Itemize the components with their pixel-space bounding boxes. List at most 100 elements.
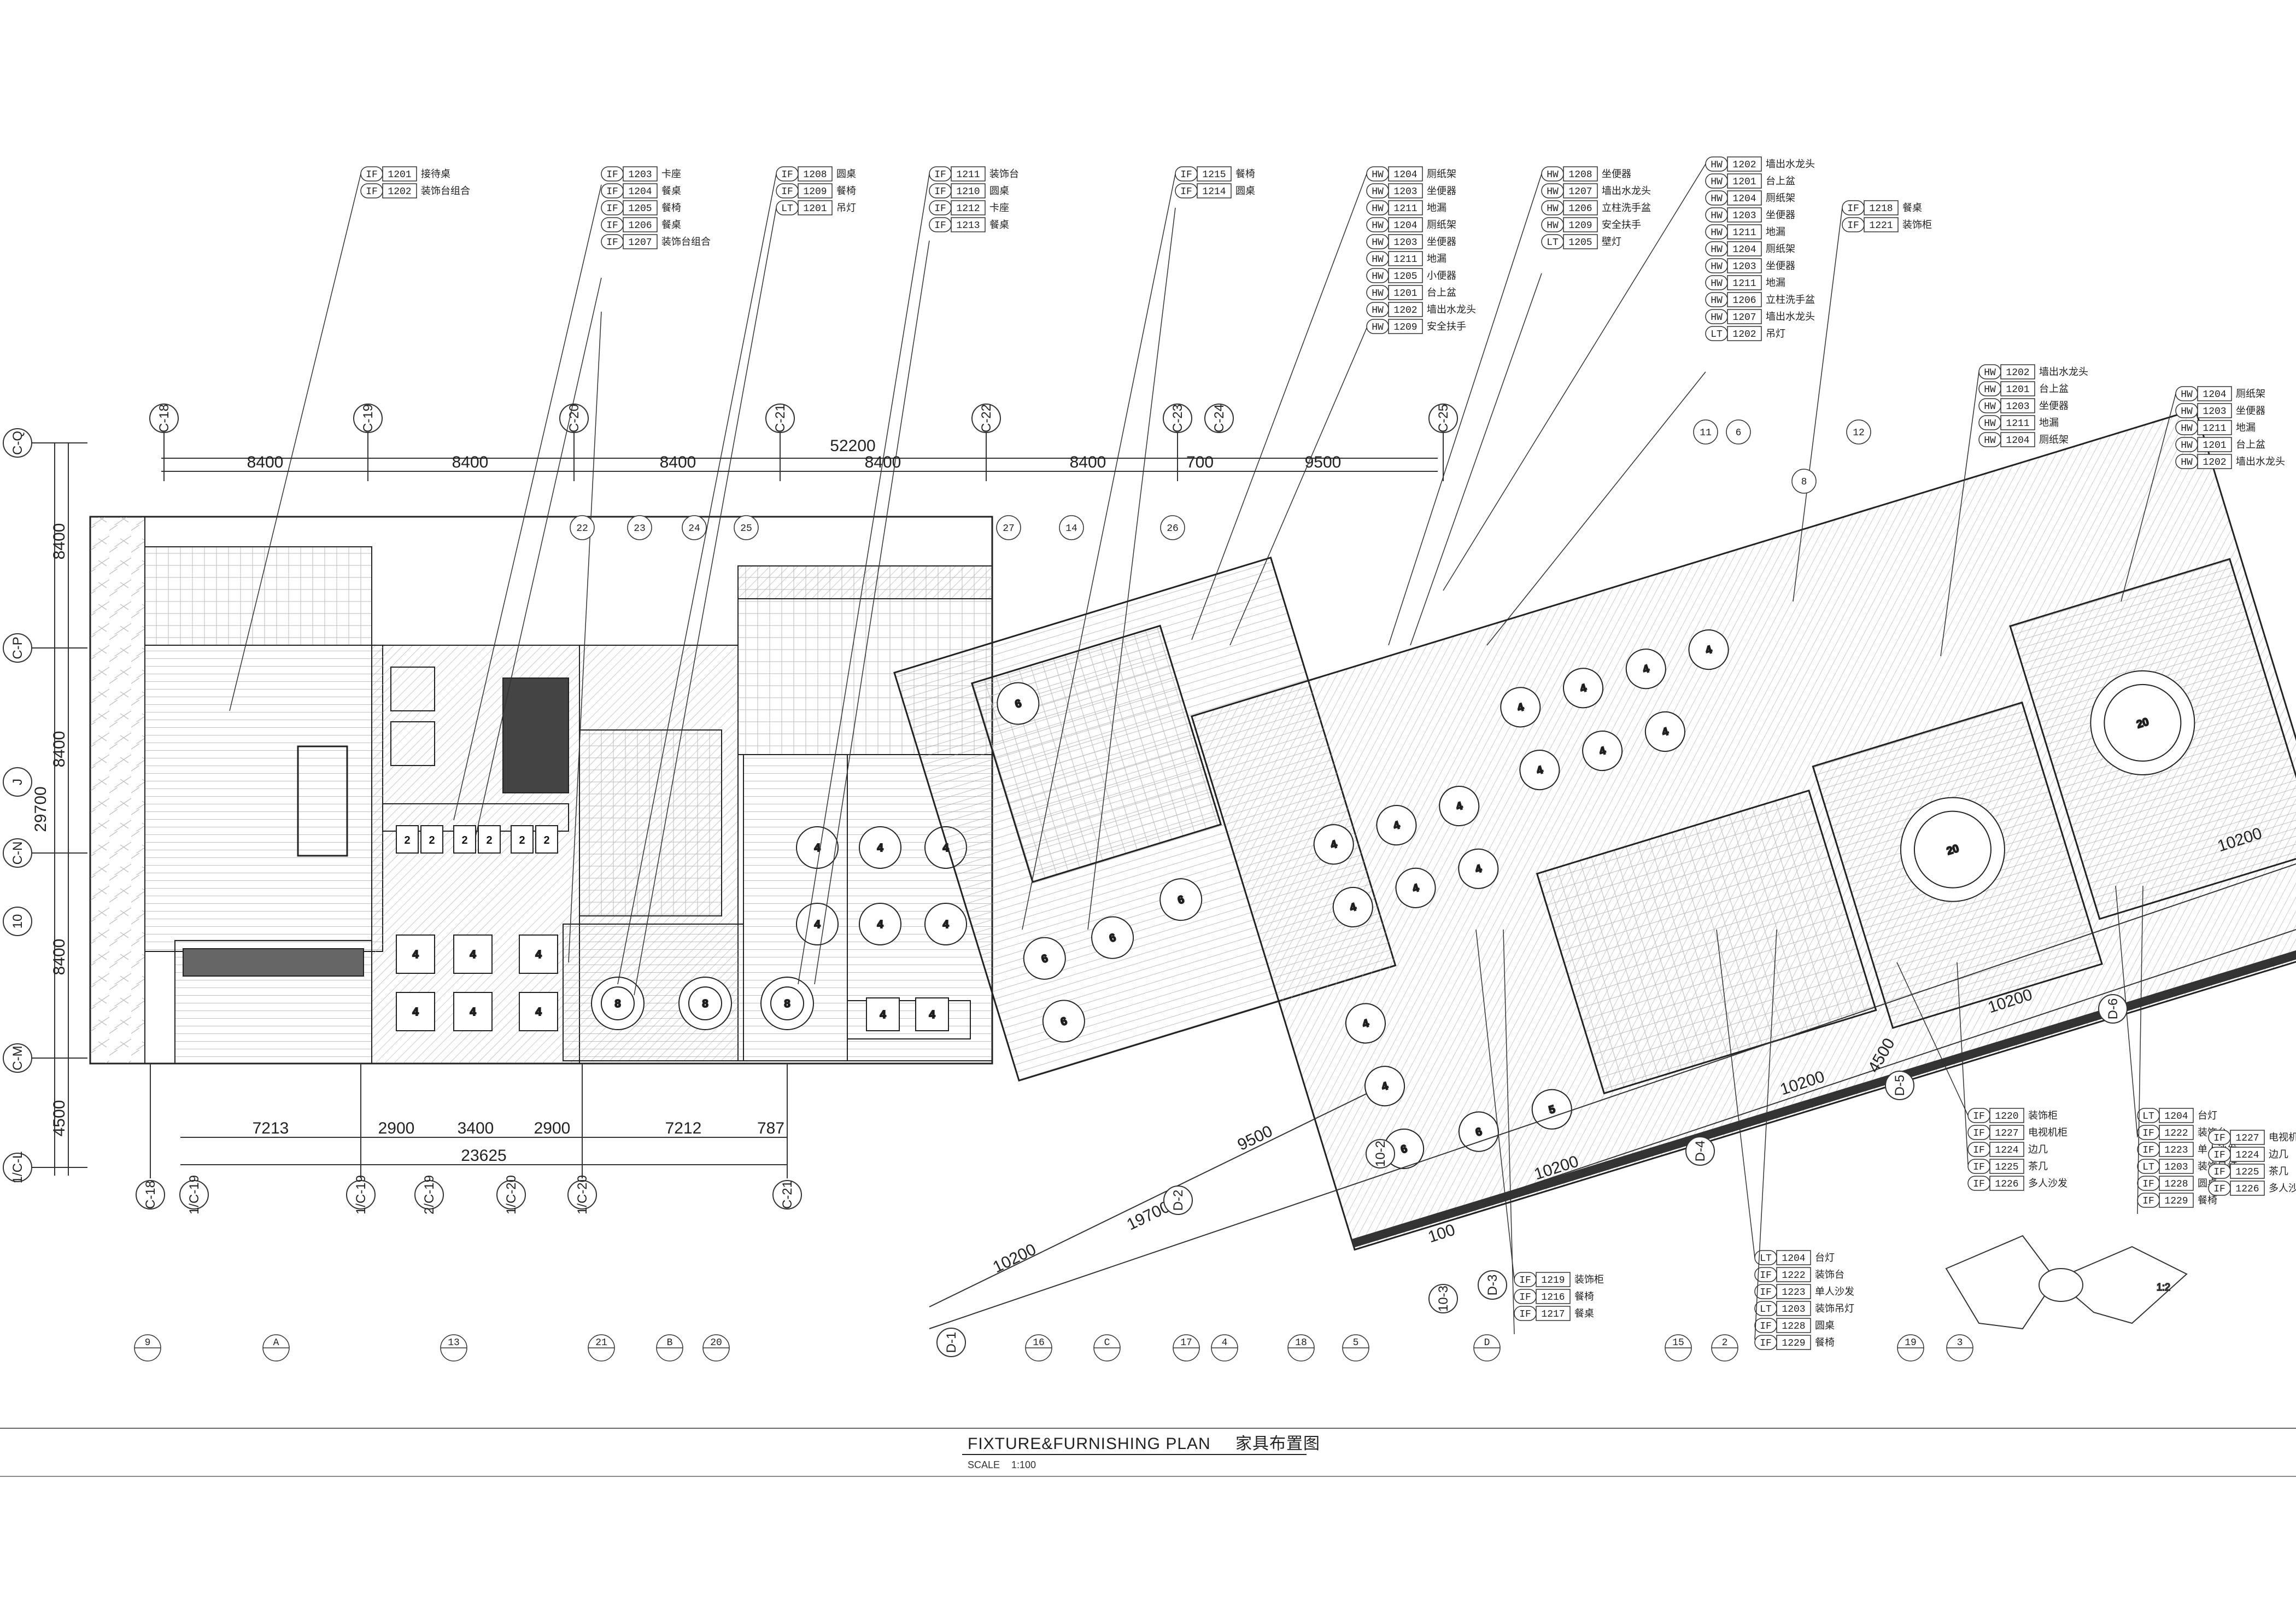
tag-description: 厕纸架 bbox=[1427, 168, 1456, 180]
detail-bubble: 12 bbox=[1846, 419, 1871, 445]
tag-number: 1203 bbox=[1732, 211, 1756, 221]
table-4: 4 bbox=[915, 997, 949, 1031]
seat-count: 2 bbox=[543, 834, 549, 846]
bottom-dimension-chain: 7213 2900 3400 2900 7212 787 23625 bbox=[180, 1119, 787, 1165]
table-4: 4 bbox=[1688, 629, 1729, 670]
tag-description: 卡座 bbox=[661, 168, 681, 180]
tag-description: 地漏 bbox=[1766, 226, 1785, 238]
top-bay-dim: 700 bbox=[1186, 453, 1214, 471]
detail-bubble: 26 bbox=[1160, 515, 1185, 540]
booth-seat: 2 bbox=[535, 825, 558, 854]
left-dimension-chain: 29700 8400 8400 8400 4500 bbox=[32, 443, 69, 1176]
top-total-dimension: 52200 bbox=[830, 437, 875, 455]
tag-code: IF bbox=[1847, 220, 1859, 231]
tag-code: HW bbox=[1711, 194, 1723, 205]
tag-description: 多人沙发 bbox=[2028, 1178, 2067, 1190]
detail-bubble: 8 bbox=[1791, 469, 1817, 494]
seat-count: 4 bbox=[877, 842, 883, 854]
tag-code: HW bbox=[1372, 203, 1384, 214]
drawing-title-cn: 家具布置图 bbox=[1235, 1435, 1320, 1453]
scale-label: SCALE bbox=[968, 1459, 1000, 1470]
tag-number: 1204 bbox=[1393, 170, 1417, 180]
seat-count: 2 bbox=[461, 834, 467, 846]
tag-code: HW bbox=[1984, 384, 1996, 395]
tag-number: 1203 bbox=[1732, 261, 1756, 272]
tag-description: 圆桌 bbox=[1815, 1320, 1835, 1332]
seat-count: 4 bbox=[470, 1006, 476, 1018]
tag-number: 1201 bbox=[803, 203, 827, 214]
table-4: 4 bbox=[396, 934, 435, 974]
bubble-label: 14 bbox=[1065, 523, 1077, 534]
grid-label: C-18 bbox=[143, 1181, 158, 1209]
tag-description: 厕纸架 bbox=[1766, 243, 1795, 255]
tag-number: 1204 bbox=[2164, 1111, 2188, 1122]
tag-code: HW bbox=[1711, 211, 1723, 221]
tag-description: 餐椅 bbox=[2198, 1195, 2217, 1207]
tag-number: 1216 bbox=[1541, 1292, 1565, 1303]
table-4: 4 bbox=[796, 826, 839, 869]
detail-bubble: 5 bbox=[1342, 1334, 1369, 1362]
tag-number: 1228 bbox=[1782, 1321, 1805, 1332]
table-6: 6 bbox=[1042, 1000, 1085, 1043]
tag-number: 1210 bbox=[956, 186, 980, 197]
booth-seat: 2 bbox=[478, 825, 501, 854]
table-4: 4 bbox=[1519, 750, 1560, 791]
tag-code: IF bbox=[606, 186, 618, 197]
tag-number: 1202 bbox=[2203, 457, 2226, 468]
detail-bubble: 20 bbox=[702, 1334, 730, 1362]
top-dimension-chain: 52200 8400 8400 8400 8400 8400 700 9500 bbox=[161, 437, 1438, 472]
tag-code: IF bbox=[1519, 1309, 1531, 1320]
detail-bubble: 21 bbox=[588, 1334, 615, 1362]
detail-bubble: 6 bbox=[1726, 419, 1751, 445]
tag-number: 1219 bbox=[1541, 1275, 1565, 1286]
tag-description: 圆桌 bbox=[989, 185, 1009, 197]
tag-code: HW bbox=[1711, 295, 1723, 306]
tag-code: LT bbox=[1711, 329, 1723, 340]
tag-description: 墙出水龙头 bbox=[1602, 185, 1651, 197]
table-4: 4 bbox=[1313, 824, 1354, 865]
table-4: 4 bbox=[924, 903, 967, 945]
left-total-dimension: 29700 bbox=[32, 786, 50, 832]
tag-code: IF bbox=[1973, 1128, 1985, 1139]
tag-description: 地漏 bbox=[1427, 202, 1446, 214]
tag-number: 1229 bbox=[1782, 1338, 1805, 1349]
tag-number: 1204 bbox=[1782, 1253, 1805, 1264]
tag-number: 1218 bbox=[1869, 203, 1893, 214]
tag-code: HW bbox=[2181, 457, 2193, 468]
tag-description: 坐便器 bbox=[1766, 209, 1795, 221]
seat-count: 2 bbox=[519, 834, 525, 846]
table-4: 4 bbox=[1364, 1066, 1405, 1107]
tag-description: 地漏 bbox=[1427, 253, 1446, 265]
table-20: 20 bbox=[2090, 670, 2195, 775]
tag-number: 1211 bbox=[2006, 418, 2029, 429]
tag-code: IF bbox=[1760, 1338, 1772, 1349]
bottom-bay-dim: 2900 bbox=[378, 1119, 415, 1137]
detail-bubble: 22 bbox=[570, 515, 595, 540]
tag-code: IF bbox=[2142, 1128, 2154, 1139]
tag-code: IF bbox=[1973, 1111, 1985, 1122]
tag-description: 边几 bbox=[2028, 1144, 2048, 1156]
tag-number: 1204 bbox=[2203, 389, 2226, 400]
bubble-label: 24 bbox=[688, 523, 700, 534]
bubble-label: 23 bbox=[634, 523, 646, 534]
